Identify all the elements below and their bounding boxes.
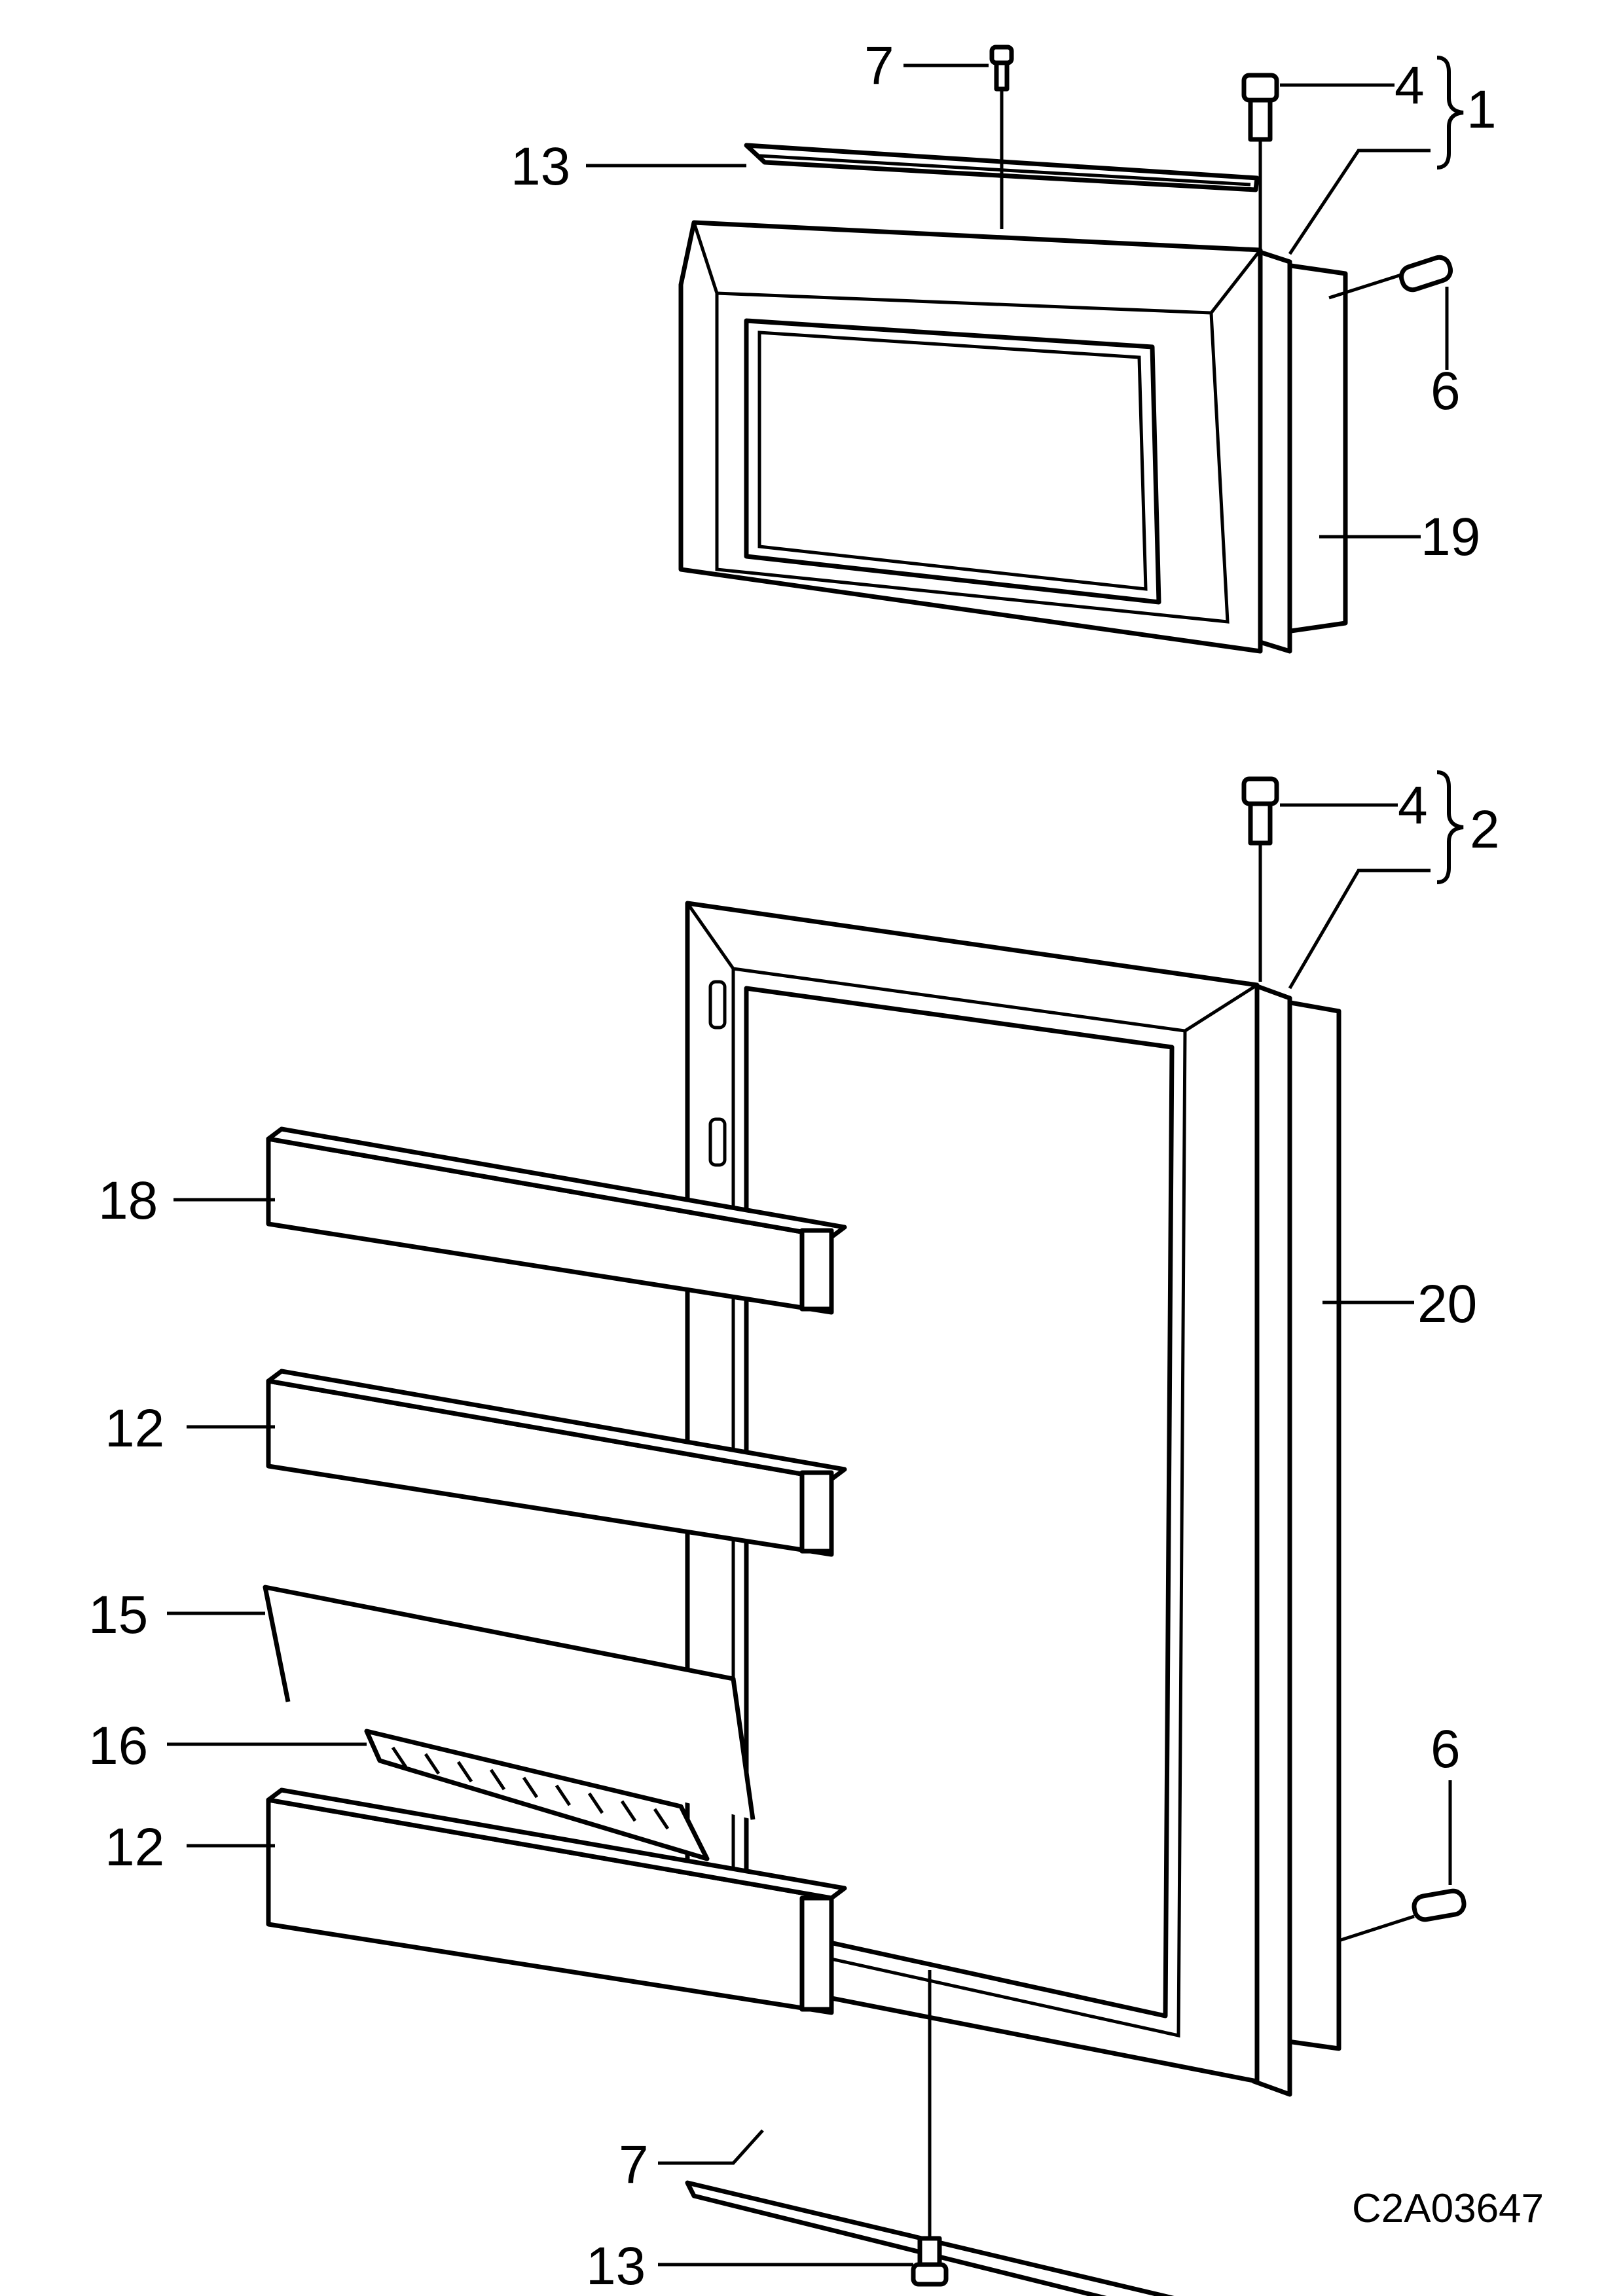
callout-assembly-bottom: 2 [1470,800,1500,859]
bottom-screw [911,2236,949,2287]
bottom-door-inner-panel [744,986,1175,2018]
bottom-hinge-strip [685,2180,1175,2296]
bottom-hinge-pin [1241,776,1279,982]
callout-screw-bottom: 13 [586,2236,646,2296]
top-pin [1398,255,1453,293]
callout-hinge-pin-top: 4 [1395,56,1425,115]
top-hinge-pin [1241,73,1279,249]
bottom-door-liner [731,967,1187,2038]
figure-code: C2A03647 [1352,2186,1544,2231]
callout-shelf-upper: 18 [98,1171,158,1230]
callout-strip-top: 13 [511,137,570,196]
callout-hinge-pin-bottom: 4 [1398,776,1428,835]
shelf-rail [263,1585,756,1820]
bottle-retainer [364,1729,710,1861]
upper-door-shelf [266,1126,847,1315]
top-screw [989,45,1014,229]
callout-pin-top: 6 [1431,361,1461,421]
middle-door-shelf [266,1369,847,1557]
lower-door-shelf [266,1787,847,2015]
callout-shelf-lower: 12 [105,1818,164,1877]
callout-labels: 7 13 4 1 6 19 4 2 18 12 20 15 16 12 6 7 … [88,36,1544,2296]
callout-shelf-middle: 12 [105,1399,164,1458]
callout-gasket-top: 19 [1421,507,1480,567]
callout-rail: 15 [88,1585,148,1645]
callout-retainer: 16 [88,1716,148,1776]
callout-assembly-top: 1 [1467,80,1497,139]
top-door-gasket [1284,262,1348,634]
bottom-door-assembly [263,776,1467,2296]
bottom-pin [1412,1888,1467,1922]
callout-screw-top: 7 [864,36,894,96]
top-door-assembly [678,45,1453,654]
callout-strip-bottom: 7 [619,2135,649,2195]
callout-pin-bottom: 6 [1431,1719,1461,1779]
callout-gasket-bottom: 20 [1417,1274,1477,1334]
top-door-inner-recess [715,291,1230,624]
assembly-brace-top [1436,56,1464,170]
leader-lines [167,63,1452,2267]
assembly-brace-bottom [1436,770,1464,884]
top-door-window [744,318,1161,605]
